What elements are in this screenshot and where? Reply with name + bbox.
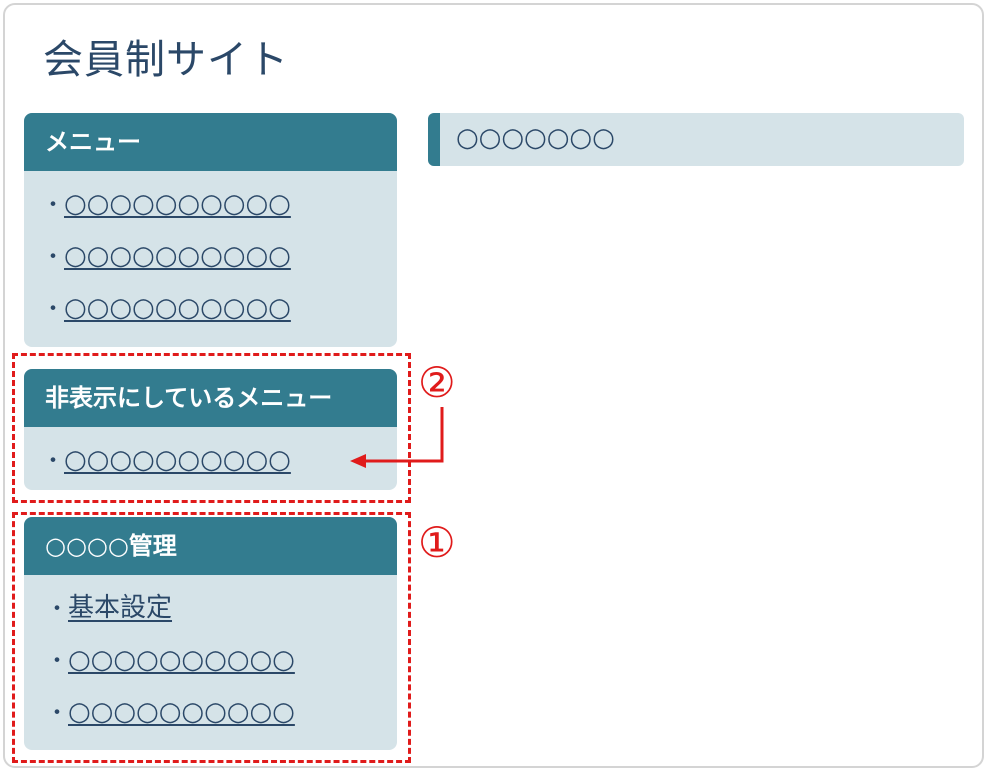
menu-panel: メニュー ・○○○○○○○○○○ ・○○○○○○○○○○ ・○○○○○○○○○○ — [24, 113, 397, 347]
callout-number-2: ② — [418, 358, 456, 407]
list-item: ・○○○○○○○○○○ — [24, 441, 397, 490]
heading-accent — [428, 113, 440, 166]
menu-link-2[interactable]: ○○○○○○○○○○ — [64, 241, 291, 271]
list-item: ・○○○○○○○○○○ — [24, 185, 397, 237]
callout-number-1: ① — [418, 518, 456, 567]
basic-settings-link[interactable]: 基本設定 — [68, 593, 173, 623]
bullet: ・ — [42, 297, 65, 322]
menu-list: ・○○○○○○○○○○ ・○○○○○○○○○○ ・○○○○○○○○○○ — [24, 171, 397, 341]
list-item: ・○○○○○○○○○○ — [24, 237, 397, 289]
bullet: ・ — [42, 193, 65, 218]
list-item: ・○○○○○○○○○○ — [24, 641, 397, 693]
hidden-menu-list: ・○○○○○○○○○○ — [24, 427, 397, 490]
admin-link-2[interactable]: ○○○○○○○○○○ — [68, 645, 295, 675]
bullet: ・ — [46, 701, 69, 726]
hidden-menu-panel: 非表示にしているメニュー ・○○○○○○○○○○ — [24, 369, 397, 490]
admin-list: ・基本設定 ・○○○○○○○○○○ ・○○○○○○○○○○ — [24, 575, 397, 745]
admin-panel-heading: ○○○○管理 — [24, 517, 397, 575]
menu-panel-heading: メニュー — [24, 113, 397, 171]
annotation-box-1 — [12, 512, 411, 763]
bullet: ・ — [46, 597, 69, 622]
list-item: ・基本設定 — [24, 589, 397, 641]
bullet: ・ — [42, 245, 65, 270]
list-item: ・○○○○○○○○○○ — [24, 289, 397, 341]
annotation-box-2 — [12, 353, 411, 503]
content-heading: ○○○○○○○ — [456, 123, 615, 153]
bullet: ・ — [42, 449, 65, 474]
hidden-menu-panel-heading: 非表示にしているメニュー — [24, 369, 397, 427]
bullet: ・ — [46, 649, 69, 674]
admin-link-3[interactable]: ○○○○○○○○○○ — [68, 697, 295, 727]
content-heading-bar: ○○○○○○○ — [428, 113, 964, 166]
menu-link-1[interactable]: ○○○○○○○○○○ — [64, 189, 291, 219]
site-title: 会員制サイト — [43, 37, 289, 83]
list-item: ・○○○○○○○○○○ — [24, 693, 397, 745]
hidden-menu-link-1[interactable]: ○○○○○○○○○○ — [64, 445, 291, 475]
admin-panel: ○○○○管理 ・基本設定 ・○○○○○○○○○○ ・○○○○○○○○○○ — [24, 517, 397, 750]
menu-link-3[interactable]: ○○○○○○○○○○ — [64, 293, 291, 323]
callout-arrow-icon — [350, 407, 444, 468]
